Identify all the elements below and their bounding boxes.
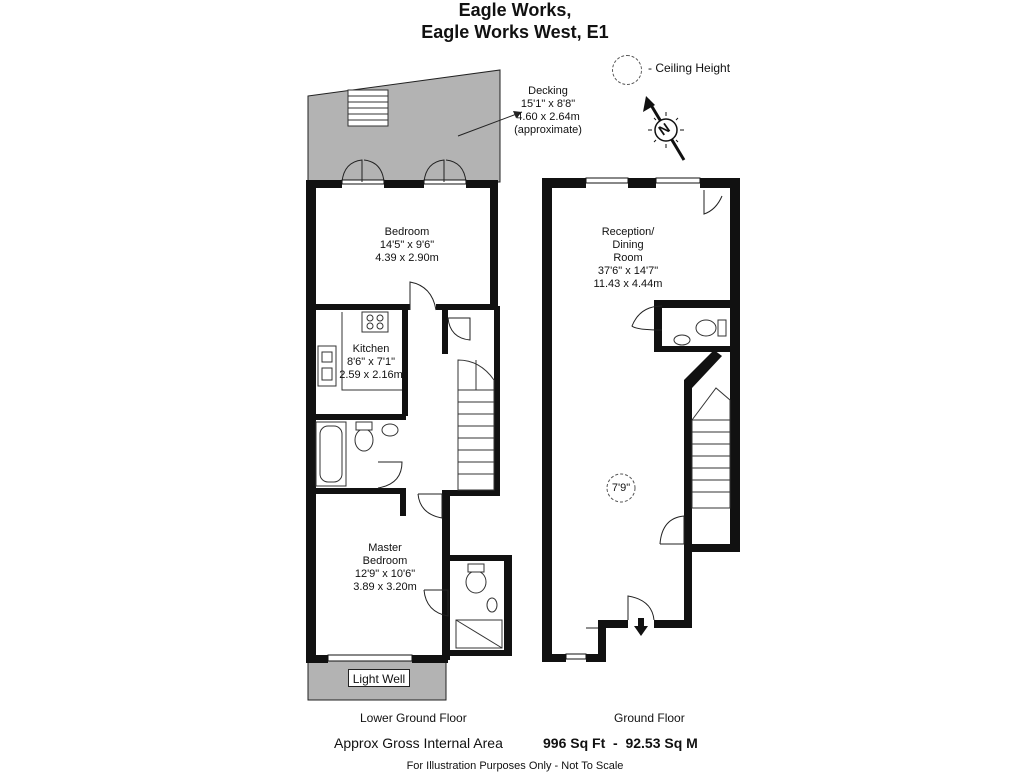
kitchen-fittings xyxy=(317,311,402,391)
gross-area-label: Approx Gross Internal Area xyxy=(334,735,503,751)
kitchen-size-imperial: 8'6" x 7'1" xyxy=(346,356,396,368)
decking-door-arcs xyxy=(341,159,467,183)
ground-floor-walls xyxy=(542,178,740,662)
light-well-label: Light Well xyxy=(348,669,410,687)
lower-ground-floor-label: Lower Ground Floor xyxy=(360,711,467,725)
plan-subtitle: Eagle Works West, E1 xyxy=(421,22,609,42)
master-bedroom-size-imperial: 12'9" x 10'6" xyxy=(354,568,416,580)
bedroom-label: Bedroom 14'5" x 9'6" 4.39 x 2.90m xyxy=(362,226,452,265)
bedroom-size-imperial: 14'5" x 9'6" xyxy=(379,239,435,251)
decking-area xyxy=(307,69,501,183)
master-bedroom-size-metric: 3.89 x 3.20m xyxy=(353,581,417,593)
plan-title: Eagle Works, xyxy=(458,0,572,20)
kitchen-size-metric: 2.59 x 2.16m xyxy=(339,369,403,381)
bedroom-name: Bedroom xyxy=(384,226,430,238)
decking-pointer-head xyxy=(513,111,522,118)
master-bedroom-name-2: Bedroom xyxy=(362,555,408,567)
north-compass-icon xyxy=(643,96,686,161)
ceiling-height-legend-label: - Ceiling Height xyxy=(648,61,731,75)
lower-door-arcs xyxy=(377,281,471,617)
decking-label: Decking 15'1" x 8'8" 4.60 x 2.64m (appro… xyxy=(508,85,588,137)
decking-note: (approximate) xyxy=(514,124,582,136)
decking-pointer xyxy=(457,111,523,137)
cloakroom-fittings xyxy=(673,319,727,346)
kitchen-label: Kitchen 8'6" x 7'1" 2.59 x 2.16m xyxy=(336,343,406,382)
lower-ground-walls xyxy=(306,180,512,663)
entrance-arrow-icon xyxy=(634,618,648,636)
lower-stairs xyxy=(457,359,495,491)
bedroom-size-metric: 4.39 x 2.90m xyxy=(375,252,439,264)
reception-size-metric: 11.43 x 4.44m xyxy=(593,278,663,290)
master-bedroom-name-1: Master xyxy=(368,542,402,554)
decking-size-imperial: 15'1" x 8'8" xyxy=(520,98,576,110)
ground-floor-windows xyxy=(565,177,701,660)
reception-name-2: Dining xyxy=(612,239,644,251)
ground-stairs xyxy=(691,387,731,509)
ground-door-arcs xyxy=(586,190,723,629)
decking-steps xyxy=(347,89,389,127)
ensuite-fittings xyxy=(455,563,503,649)
reception-label: Reception/ Dining Room 37'6" x 14'7" 11.… xyxy=(588,226,668,291)
ceiling-height-legend-icon xyxy=(612,55,642,85)
ceiling-height-marker-icon xyxy=(606,473,636,503)
reception-size-imperial: 37'6" x 14'7" xyxy=(597,265,659,277)
decking-name: Decking xyxy=(528,85,568,97)
reception-name-3: Room xyxy=(613,252,643,264)
ground-floor-label: Ground Floor xyxy=(614,711,685,725)
ceiling-height-value: 7'9" xyxy=(611,482,631,494)
lower-ground-windows xyxy=(327,179,467,662)
bathroom-fittings xyxy=(315,421,399,487)
disclaimer: For Illustration Purposes Only - Not To … xyxy=(406,760,624,772)
gross-area-value: 996 Sq Ft - 92.53 Sq M xyxy=(543,735,698,751)
reception-name-1: Reception/ xyxy=(601,226,655,238)
kitchen-name: Kitchen xyxy=(352,343,390,355)
decking-size-metric: 4.60 x 2.64m xyxy=(516,111,580,123)
master-bedroom-label: Master Bedroom 12'9" x 10'6" 3.89 x 3.20… xyxy=(340,542,430,594)
